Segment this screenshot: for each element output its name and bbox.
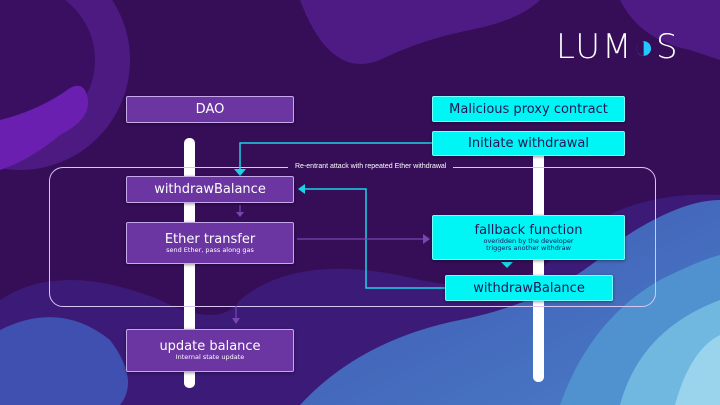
bg-blob-top [300,0,540,64]
loop-frame-label: Re-entrant attack with repeated Ether wi… [288,160,454,173]
attacker-header: Malicious proxy contract [432,96,625,122]
dao-step-title: Ether transfer [164,231,256,247]
arrow-head-fallback-to-withdraw [501,262,513,268]
attacker-step-title: withdrawBalance [473,280,585,296]
lumos-logo: LUM◑S [556,30,680,64]
attacker-step-title: fallback function [474,222,583,238]
moon-icon: ◑ [633,27,657,67]
arrow-initiate-to-withdraw [239,142,432,170]
dao-step-subtitle: send Ether, pass along gas [166,245,254,254]
dao-title: DAO [195,102,225,117]
dao-step-subtitle: Internal state update [175,353,245,362]
arrow-head-transfer [236,212,244,217]
attacker-title: Malicious proxy contract [449,101,608,117]
attacker-lifeline [533,145,544,382]
bg-wave-lightest [675,335,720,405]
arrow-head-initiate [234,169,246,176]
bg-crescent [0,85,89,170]
arrow-head-update [232,318,240,324]
dao-step-withdraw-balance: withdrawBalance [126,176,294,203]
dao-header: DAO [126,96,294,123]
dao-step-title: update balance [159,339,261,355]
bg-blob-top-right [620,0,720,60]
logo-text-left: LUM [556,27,634,67]
bg-wave-left [0,317,128,405]
dao-step-update-balance: update balance Internal state update [126,329,294,372]
attacker-step-withdraw-balance: withdrawBalance [445,275,613,301]
attacker-step-fallback-function: fallback function overidden by the devel… [432,215,625,260]
arrow-head-reenter [298,184,305,194]
dao-step-ether-transfer: Ether transfer send Ether, pass along ga… [126,222,294,264]
dao-step-title: withdrawBalance [154,182,266,197]
arrow-head-fallback [423,234,430,244]
attacker-step-subtitle: triggers another withdraw [486,244,571,252]
attacker-step-subtitle: overidden by the developer [483,236,574,245]
attacker-step-initiate-withdrawal: Initiate withdrawal [432,131,625,156]
attacker-step-title: Initiate withdrawal [468,136,589,151]
logo-text-right: S [656,27,680,67]
